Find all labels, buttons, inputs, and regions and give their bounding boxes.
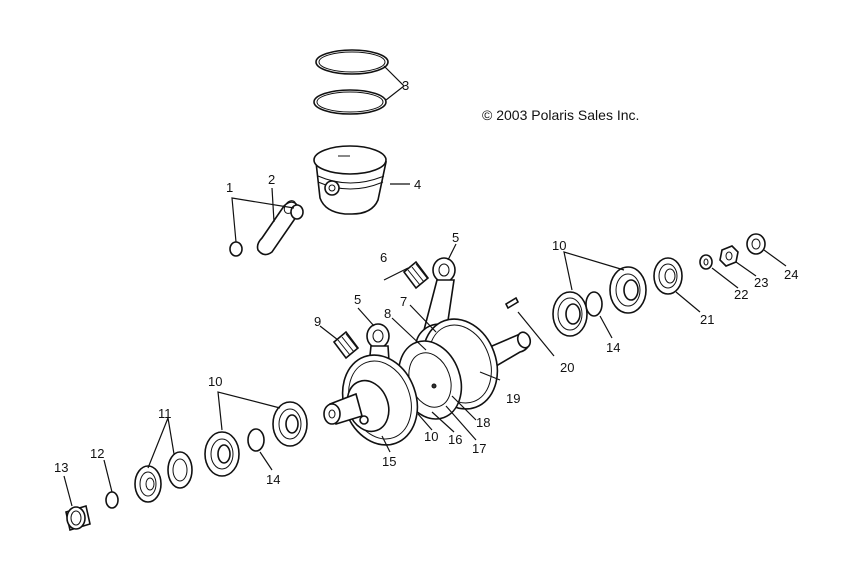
piston-ring-bottom[interactable] xyxy=(313,89,387,115)
callout-10-center: 10 xyxy=(424,429,438,444)
callout-10-left: 10 xyxy=(208,374,222,389)
nut[interactable] xyxy=(719,245,739,267)
circlip-left[interactable] xyxy=(229,241,243,257)
callout-14-left: 14 xyxy=(266,472,280,487)
needle-bearing-lower[interactable] xyxy=(332,330,360,360)
bushing-left[interactable] xyxy=(65,504,91,532)
callout-9: 9 xyxy=(314,314,321,329)
piston-ring-top[interactable] xyxy=(315,49,389,75)
crankshaft[interactable] xyxy=(323,308,532,455)
callout-14-right: 14 xyxy=(606,340,620,355)
callout-5-lower: 5 xyxy=(354,292,361,307)
bearing-right-inner[interactable] xyxy=(552,291,588,337)
piston[interactable] xyxy=(313,145,387,215)
spacer[interactable] xyxy=(746,233,766,255)
callout-2: 2 xyxy=(268,172,275,187)
callout-12: 12 xyxy=(90,446,104,461)
callout-8: 8 xyxy=(384,306,391,321)
callout-24: 24 xyxy=(784,267,798,282)
callout-17: 17 xyxy=(472,441,486,456)
piston-pin[interactable] xyxy=(256,198,300,256)
callout-23: 23 xyxy=(754,275,768,290)
callout-13: 13 xyxy=(54,460,68,475)
callout-19: 19 xyxy=(506,391,520,406)
callout-11: 11 xyxy=(158,406,172,421)
callout-6: 6 xyxy=(380,250,387,265)
callout-10-right: 10 xyxy=(552,238,566,253)
callout-5-upper: 5 xyxy=(452,230,459,245)
callout-22: 22 xyxy=(734,287,748,302)
callout-20: 20 xyxy=(560,360,574,375)
needle-bearing-upper[interactable] xyxy=(402,260,430,290)
retaining-ring-left[interactable] xyxy=(105,491,119,509)
callout-15: 15 xyxy=(382,454,396,469)
callout-7: 7 xyxy=(400,294,407,309)
bearing-left-inner[interactable] xyxy=(272,401,308,447)
bearing-right-outer[interactable] xyxy=(609,266,647,314)
oil-seal-left-b[interactable] xyxy=(134,465,162,503)
callouts: 1 2 3 4 5 5 6 7 8 9 10 10 10 11 12 13 14… xyxy=(54,78,798,487)
bearing-left-outer[interactable] xyxy=(204,431,240,477)
callout-4: 4 xyxy=(414,177,421,192)
copyright-notice: © 2003 Polaris Sales Inc. xyxy=(482,107,640,123)
oil-seal-right[interactable] xyxy=(653,257,683,295)
callout-16: 16 xyxy=(448,432,462,447)
washer[interactable] xyxy=(699,254,713,270)
seal-ring-right[interactable] xyxy=(585,291,603,317)
callout-21: 21 xyxy=(700,312,714,327)
woodruff-key[interactable] xyxy=(504,296,520,310)
seal-ring-left[interactable] xyxy=(247,428,265,452)
callout-18: 18 xyxy=(476,415,490,430)
oil-seal-left-a[interactable] xyxy=(167,451,193,489)
leader-lines xyxy=(63,65,787,507)
callout-1: 1 xyxy=(226,180,233,195)
callout-3: 3 xyxy=(402,78,409,93)
circlip-right[interactable] xyxy=(290,204,304,220)
